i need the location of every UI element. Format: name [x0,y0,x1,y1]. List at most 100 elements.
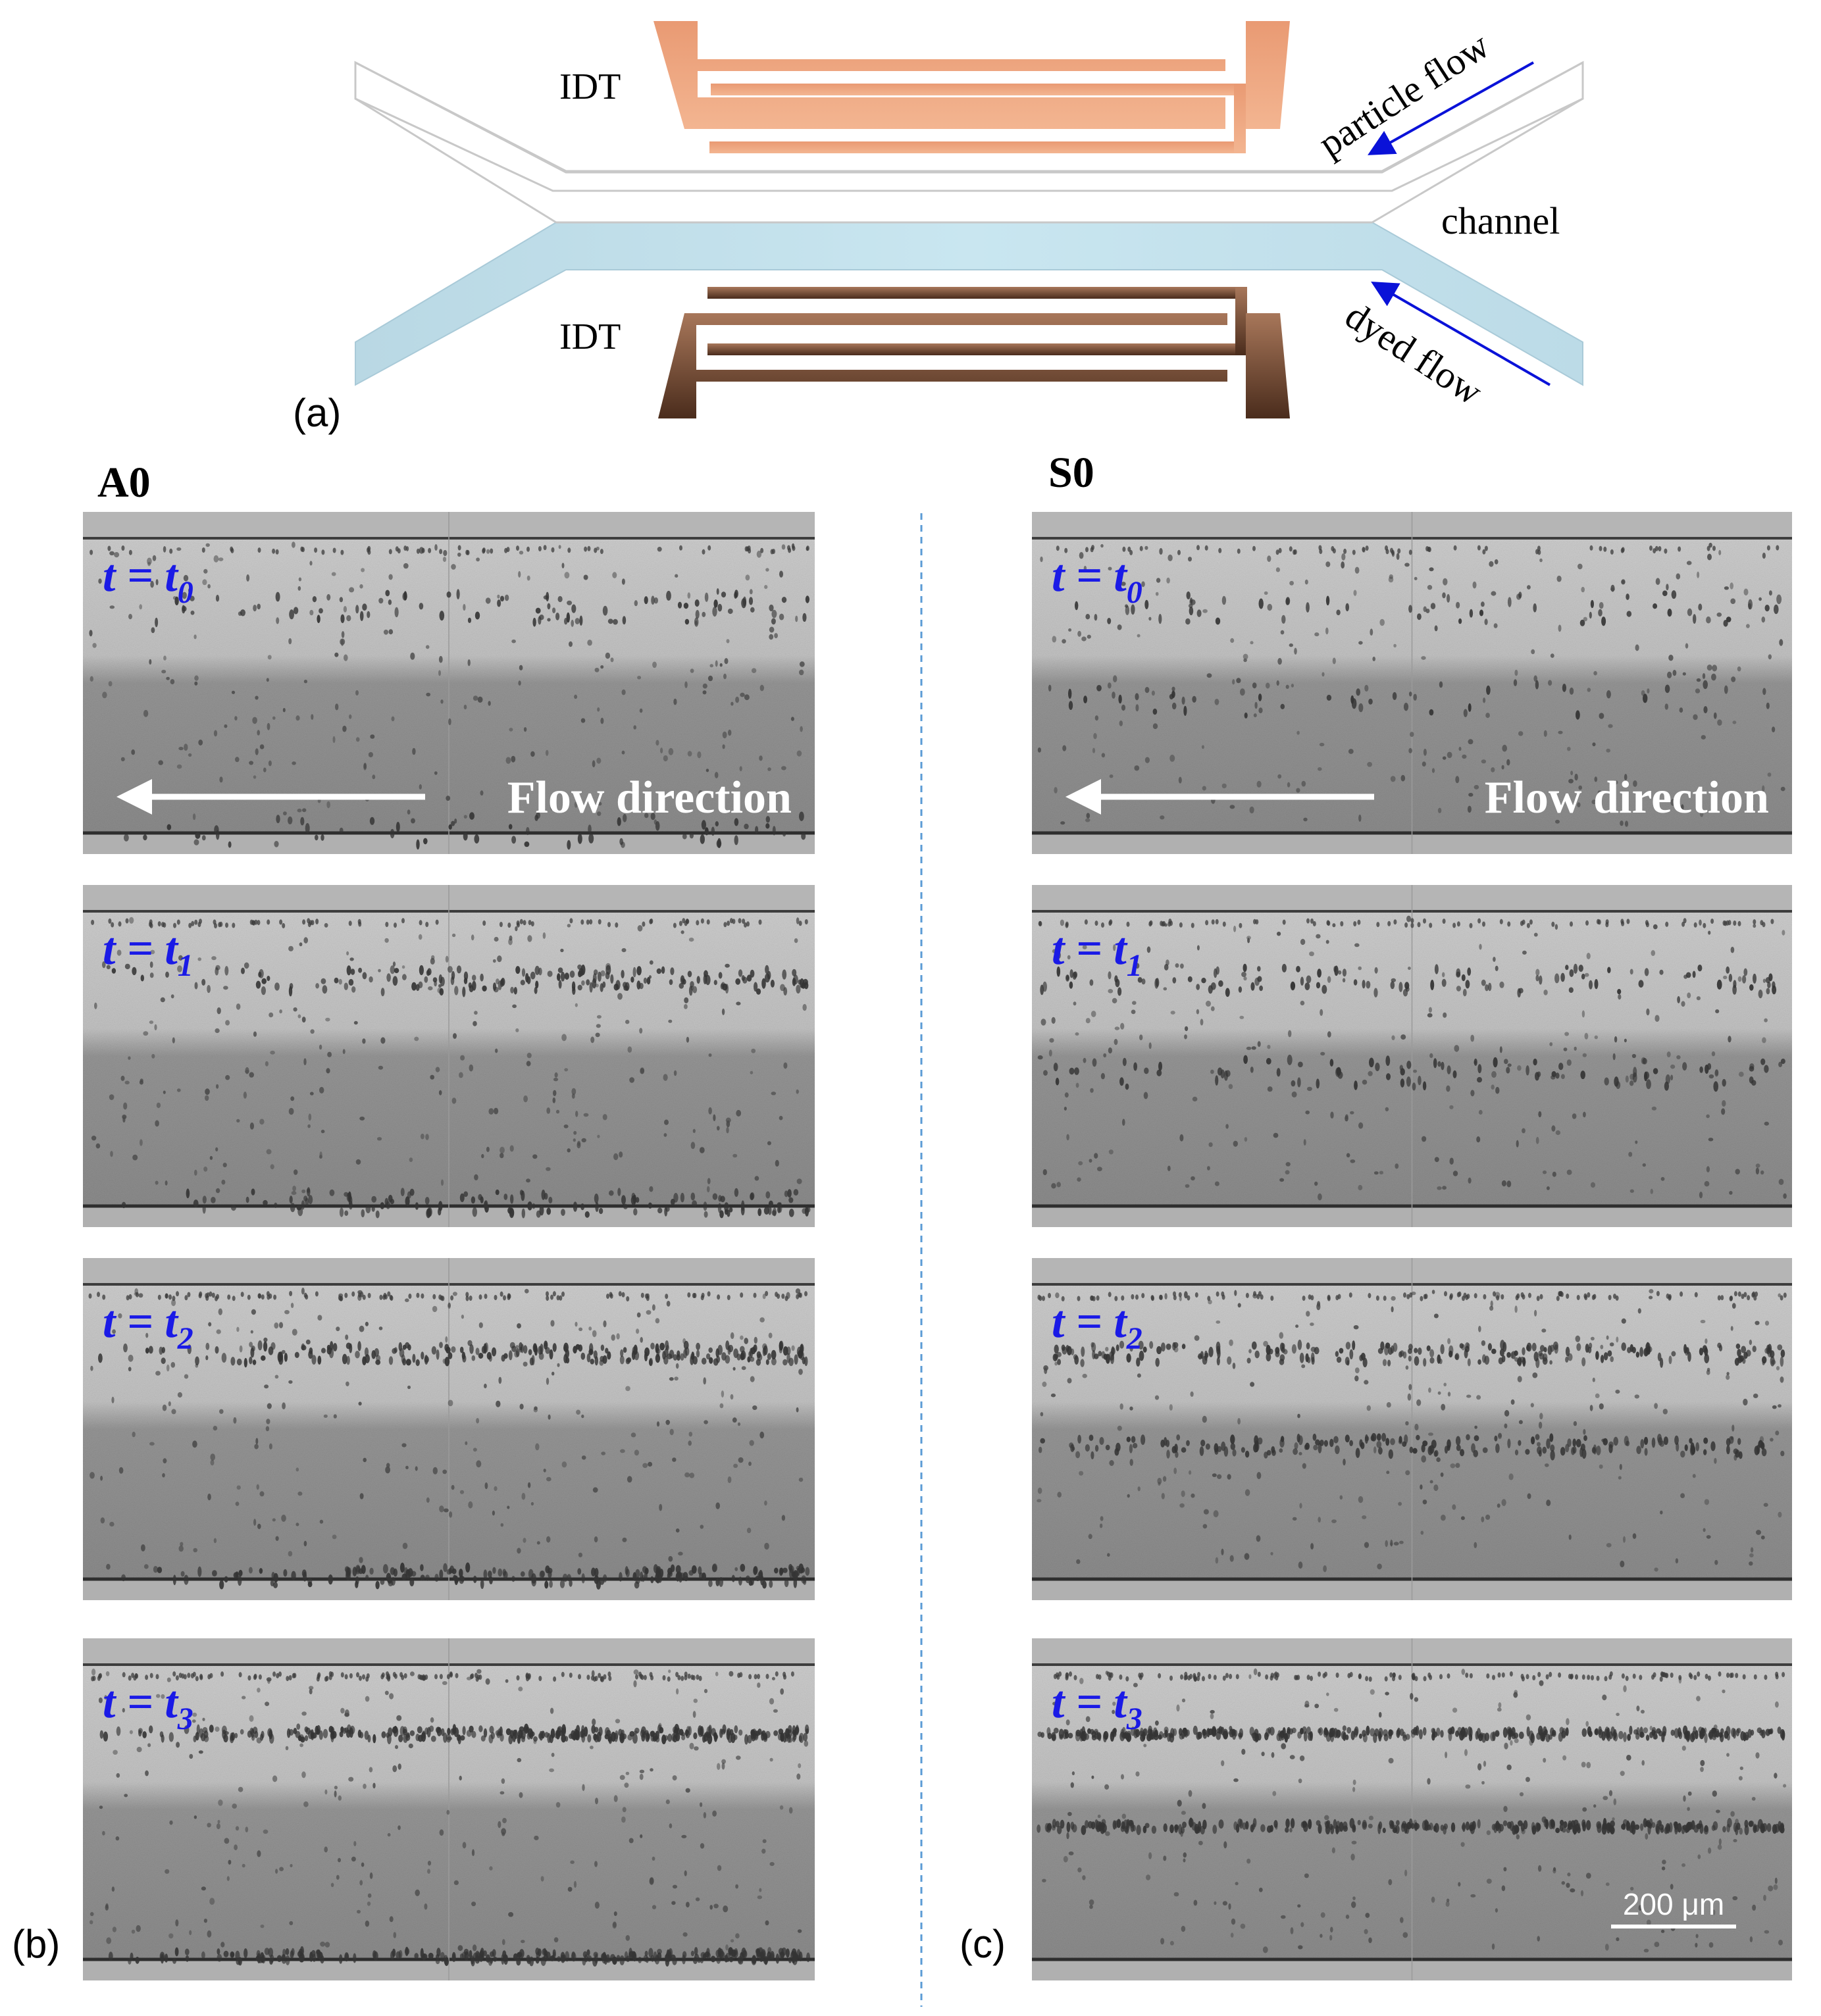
particle [681,1734,686,1740]
particle [553,1676,557,1682]
particle [270,1954,274,1963]
particle [1507,1063,1512,1067]
particle [741,975,745,981]
particle [459,1346,464,1353]
particle [275,1869,278,1874]
particle [1477,1064,1482,1074]
particle [116,949,122,956]
particle [90,1920,93,1925]
particle [1542,1446,1547,1454]
particle [552,607,556,613]
particle [1487,1343,1492,1351]
particle [565,1349,569,1359]
time-label-main: t = t [1052,924,1128,974]
particle [216,1823,220,1830]
particle [1061,1296,1065,1301]
particle [1101,922,1104,928]
time-label-main: t = t [1052,1297,1128,1348]
particle [145,1332,149,1338]
particle [1333,1707,1339,1712]
particle [757,1728,762,1735]
particle [325,1017,330,1022]
particle [1704,1733,1708,1744]
particle [1237,1418,1241,1425]
particle [419,920,423,926]
particle [430,1717,434,1723]
particle [769,1862,775,1866]
particle [283,811,287,816]
particle [1082,945,1087,949]
particle [267,655,272,660]
particle [209,1673,213,1678]
particle [432,1305,438,1313]
particle [592,973,597,983]
particle [1645,1346,1651,1355]
particle [1166,1344,1171,1350]
particle [344,654,348,661]
particle [625,1357,630,1365]
particle [1198,1840,1203,1846]
particle [1228,1084,1233,1090]
particle [451,1728,457,1734]
particle [1576,710,1580,720]
particle [439,1569,444,1579]
particle [1502,1342,1507,1352]
particle [175,1675,179,1681]
particle [1508,1473,1514,1480]
particle [1289,580,1294,586]
particle [454,1575,459,1585]
particle [358,967,363,973]
particle [1244,1137,1248,1142]
particle [1703,706,1708,714]
particle [648,1461,653,1467]
particle [451,1484,455,1490]
particle [484,1294,488,1299]
particle [1202,1524,1208,1529]
particle [1575,1674,1578,1680]
particle [1353,921,1357,926]
particle [390,965,395,974]
particle [1158,614,1162,624]
particle [1191,1493,1195,1498]
particle [1156,1346,1162,1355]
particle [753,1292,757,1298]
particle [169,1820,173,1825]
particle [516,1958,521,1966]
dyed-flow-arrow [1371,281,1551,386]
particle [781,1515,786,1521]
particle [1534,1309,1537,1317]
particle [1682,1062,1687,1071]
particle [704,1688,708,1694]
particle [750,969,755,978]
particle [452,1292,457,1296]
particle [1764,1018,1768,1022]
particle [1256,1442,1260,1451]
particle [357,1341,361,1351]
particle [317,1672,321,1678]
particle [221,1179,226,1185]
particle [366,1673,370,1679]
particle [1587,1346,1592,1353]
particle [482,985,487,992]
particle [534,1406,538,1411]
particle [767,1955,771,1961]
particle [111,1396,115,1403]
particle [1708,930,1711,935]
particle [775,1292,779,1298]
particle [409,1157,413,1163]
particle [792,969,797,976]
particle [1751,1797,1756,1801]
particle [1365,545,1369,551]
particle [281,1515,286,1522]
particle [1737,666,1741,672]
particle [555,613,560,620]
particle [1728,974,1733,982]
particle [511,836,517,844]
particle [232,922,236,928]
particle [355,737,360,742]
particle [665,1344,669,1351]
particle [363,763,367,770]
particle [202,579,207,586]
particle [1374,967,1378,974]
particle [576,1725,580,1735]
